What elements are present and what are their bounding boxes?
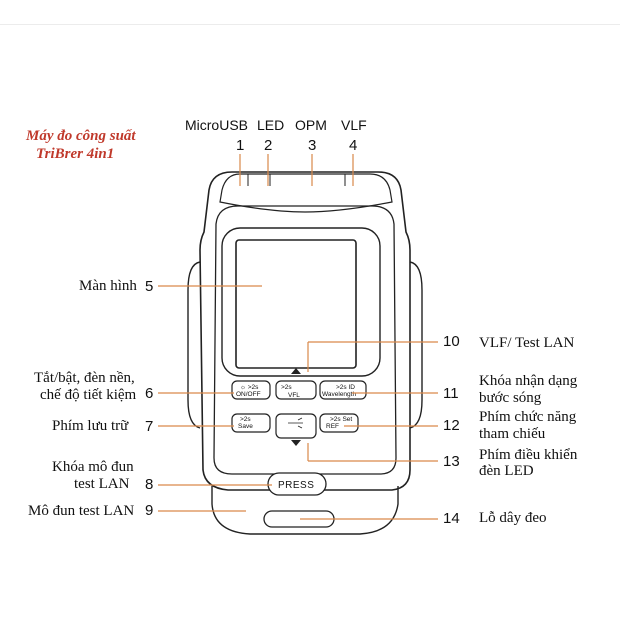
power-label-line-1: Tắt/bật, đèn nền,: [34, 370, 135, 386]
led-icon: [288, 417, 303, 429]
top-cap: [219, 173, 393, 213]
vfl-top-label: >2s: [281, 384, 292, 391]
save-top-label: >2s: [240, 416, 251, 423]
wavelength-bottom-label: Wavelength: [322, 391, 356, 398]
wavelength-label-line-2: bước sóng: [479, 390, 542, 406]
save-label: Phím lưu trữ: [52, 418, 129, 434]
left-grip: [187, 261, 201, 429]
lan-module: [211, 486, 399, 535]
callout-4: 4: [349, 137, 358, 154]
leader-lines: [158, 154, 438, 520]
vlf-test-lan-label: VLF/ Test LAN: [479, 335, 575, 351]
callout-7: 7: [145, 418, 154, 435]
right-grip: [409, 261, 423, 429]
brand-line-1: Máy đo công suất: [26, 128, 136, 144]
ref-label-line-1: Phím chức năng: [479, 409, 577, 425]
screen-bezel: [221, 227, 381, 377]
callout-5: 5: [145, 278, 154, 295]
power-label-line-2: chế độ tiết kiệm: [40, 387, 137, 403]
callout-9: 9: [145, 502, 154, 519]
brand-line-2: TriBrer 4in1: [36, 146, 115, 162]
lock-label-line-1: Khóa mô đun: [52, 459, 134, 475]
callout-6: 6: [145, 385, 154, 402]
led-key-label-line-1: Phím điều khiển: [479, 447, 578, 463]
onoff-button-shape: [231, 380, 271, 400]
callout-10: 10: [443, 333, 460, 350]
vlf-label: VLF: [341, 117, 367, 133]
ref-button-shape: [319, 413, 359, 433]
callout-8: 8: [145, 476, 154, 493]
wavelength-button-shape: [319, 380, 367, 400]
up-arrow-icon: [291, 368, 301, 374]
callout-13: 13: [443, 453, 460, 470]
onoff-top-label: ☼ >2s: [240, 384, 259, 391]
save-button-shape: [231, 413, 271, 433]
strap-label: Lỗ dây đeo: [479, 510, 547, 526]
module-label: Mô đun test LAN: [28, 503, 135, 519]
led-key-label-line-2: đèn LED: [479, 463, 534, 479]
callout-14: 14: [443, 510, 460, 527]
vfl-button-shape: [275, 380, 317, 400]
callout-2: 2: [264, 137, 273, 154]
ref-top-label: >2s Set: [330, 416, 352, 423]
screen-label: Màn hình: [79, 278, 137, 294]
top-divider: [0, 24, 620, 25]
press-button-label: PRESS: [278, 480, 314, 491]
onoff-bottom-label: ON/OFF: [236, 391, 261, 398]
down-arrow-icon: [291, 440, 301, 446]
led-label: LED: [257, 117, 285, 133]
save-bottom-label: Save: [238, 423, 253, 430]
callout-11: 11: [443, 385, 459, 402]
wavelength-label-line-1: Khóa nhận dạng: [479, 373, 578, 389]
inner-face: [213, 205, 397, 475]
callout-3: 3: [308, 137, 317, 154]
led-button-shape: [275, 413, 317, 439]
lock-label-line-2: test LAN: [74, 476, 130, 492]
opm-label: OPM: [295, 117, 327, 133]
screen: [235, 239, 357, 369]
ref-bottom-label: REF: [326, 423, 339, 430]
vfl-bottom-label: VFL: [288, 392, 300, 399]
ref-label-line-2: tham chiếu: [479, 426, 546, 442]
callout-12: 12: [443, 417, 460, 434]
device-outer-shell: [199, 171, 411, 491]
callout-1: 1: [236, 137, 245, 154]
press-button-shape: [267, 472, 327, 496]
wavelength-top-label: >2s ID: [336, 384, 355, 391]
microusb-label: MicroUSB: [185, 117, 249, 133]
